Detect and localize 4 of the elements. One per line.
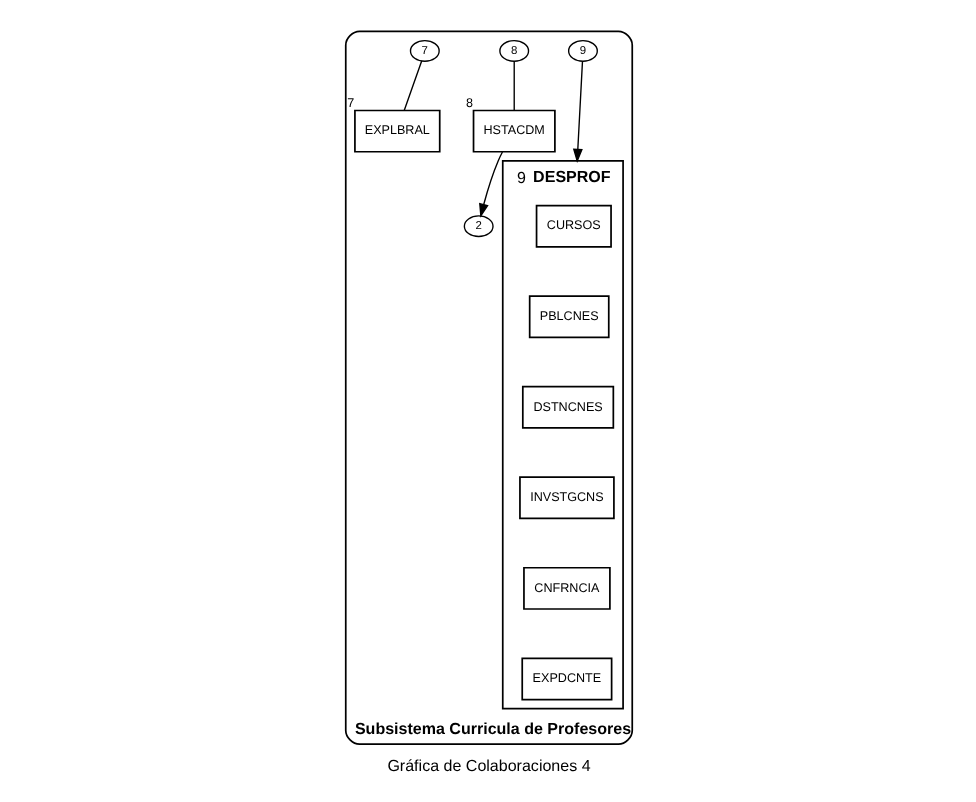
connector xyxy=(512,60,514,111)
arrow xyxy=(478,151,503,218)
connector xyxy=(402,60,422,112)
arrow xyxy=(571,60,583,163)
